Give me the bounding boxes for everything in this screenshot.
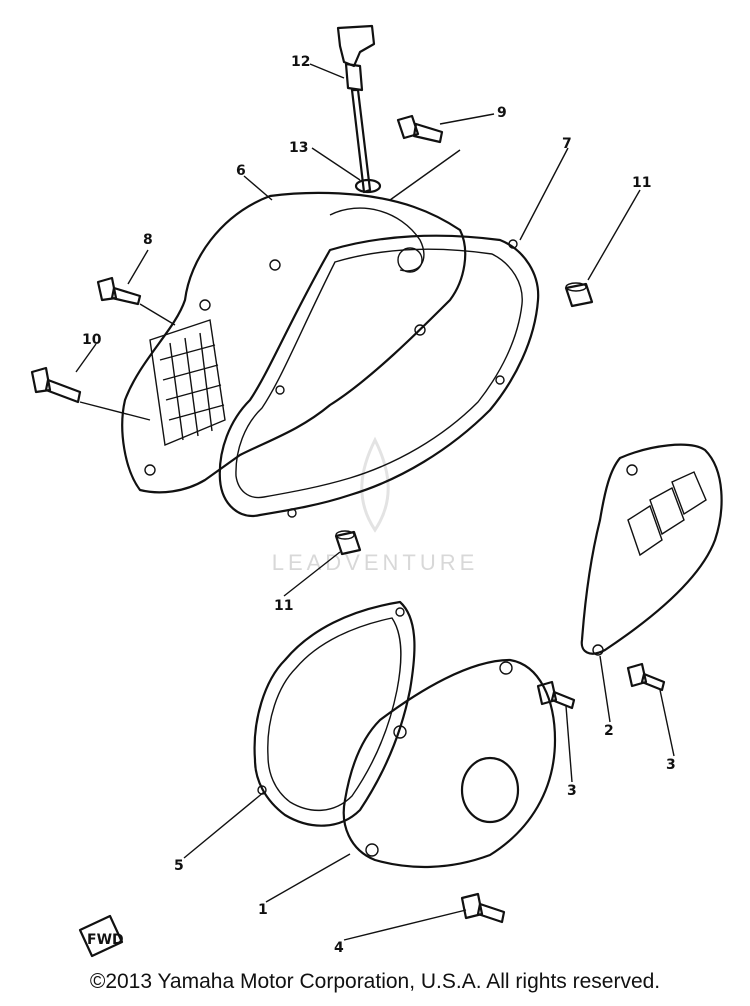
- callout-10: 10: [82, 332, 102, 348]
- part-11-dowel-pin-lower: [334, 530, 362, 556]
- callout-11-upper: 11: [632, 175, 651, 191]
- callout-numbers: 12 13 9 6 7 11 8 10 11 2 3 3 5 1 4: [82, 54, 676, 956]
- callout-6: 6: [236, 163, 246, 179]
- callout-13: 13: [289, 140, 308, 156]
- part-10-bolt: [30, 366, 82, 404]
- callout-leaders: [75, 63, 675, 941]
- part-1-magneto-cover: [342, 658, 557, 869]
- part-3-bolt-right: [626, 662, 666, 692]
- part-8-bolt: [96, 276, 142, 306]
- callout-11-lower: 11: [274, 598, 293, 614]
- copyright-notice: ©2013 Yamaha Motor Corporation, U.S.A. A…: [89, 970, 661, 993]
- callout-12: 12: [291, 54, 310, 70]
- fwd-arrow-icon: FWD: [78, 914, 124, 958]
- part-6-crankcase-cover: [121, 191, 467, 494]
- part-4-bolt: [460, 892, 506, 924]
- part-11-dowel-pin-upper: [564, 282, 594, 308]
- callout-9: 9: [497, 105, 507, 121]
- callout-7: 7: [562, 136, 572, 152]
- part-12-oil-dipstick: [336, 24, 376, 194]
- fwd-label: FWD: [87, 932, 124, 948]
- watermark-text: LEADVENTURE: [272, 550, 479, 575]
- callout-5: 5: [174, 858, 184, 874]
- callout-4: 4: [334, 940, 344, 956]
- callout-3-right: 3: [666, 757, 676, 773]
- part-5-gasket: [253, 600, 416, 827]
- part-3-bolt-upper: [536, 680, 576, 710]
- callout-2: 2: [604, 723, 614, 739]
- callout-1: 1: [258, 902, 268, 918]
- callout-8: 8: [143, 232, 153, 248]
- part-9-bolt: [396, 114, 444, 144]
- part-13-o-ring: [354, 178, 382, 194]
- part-7-gasket: [218, 234, 540, 518]
- leadventure-watermark: LEADVENTURE: [272, 436, 479, 575]
- callout-3-left: 3: [567, 783, 577, 799]
- part-2-sprocket-cover: [580, 443, 723, 656]
